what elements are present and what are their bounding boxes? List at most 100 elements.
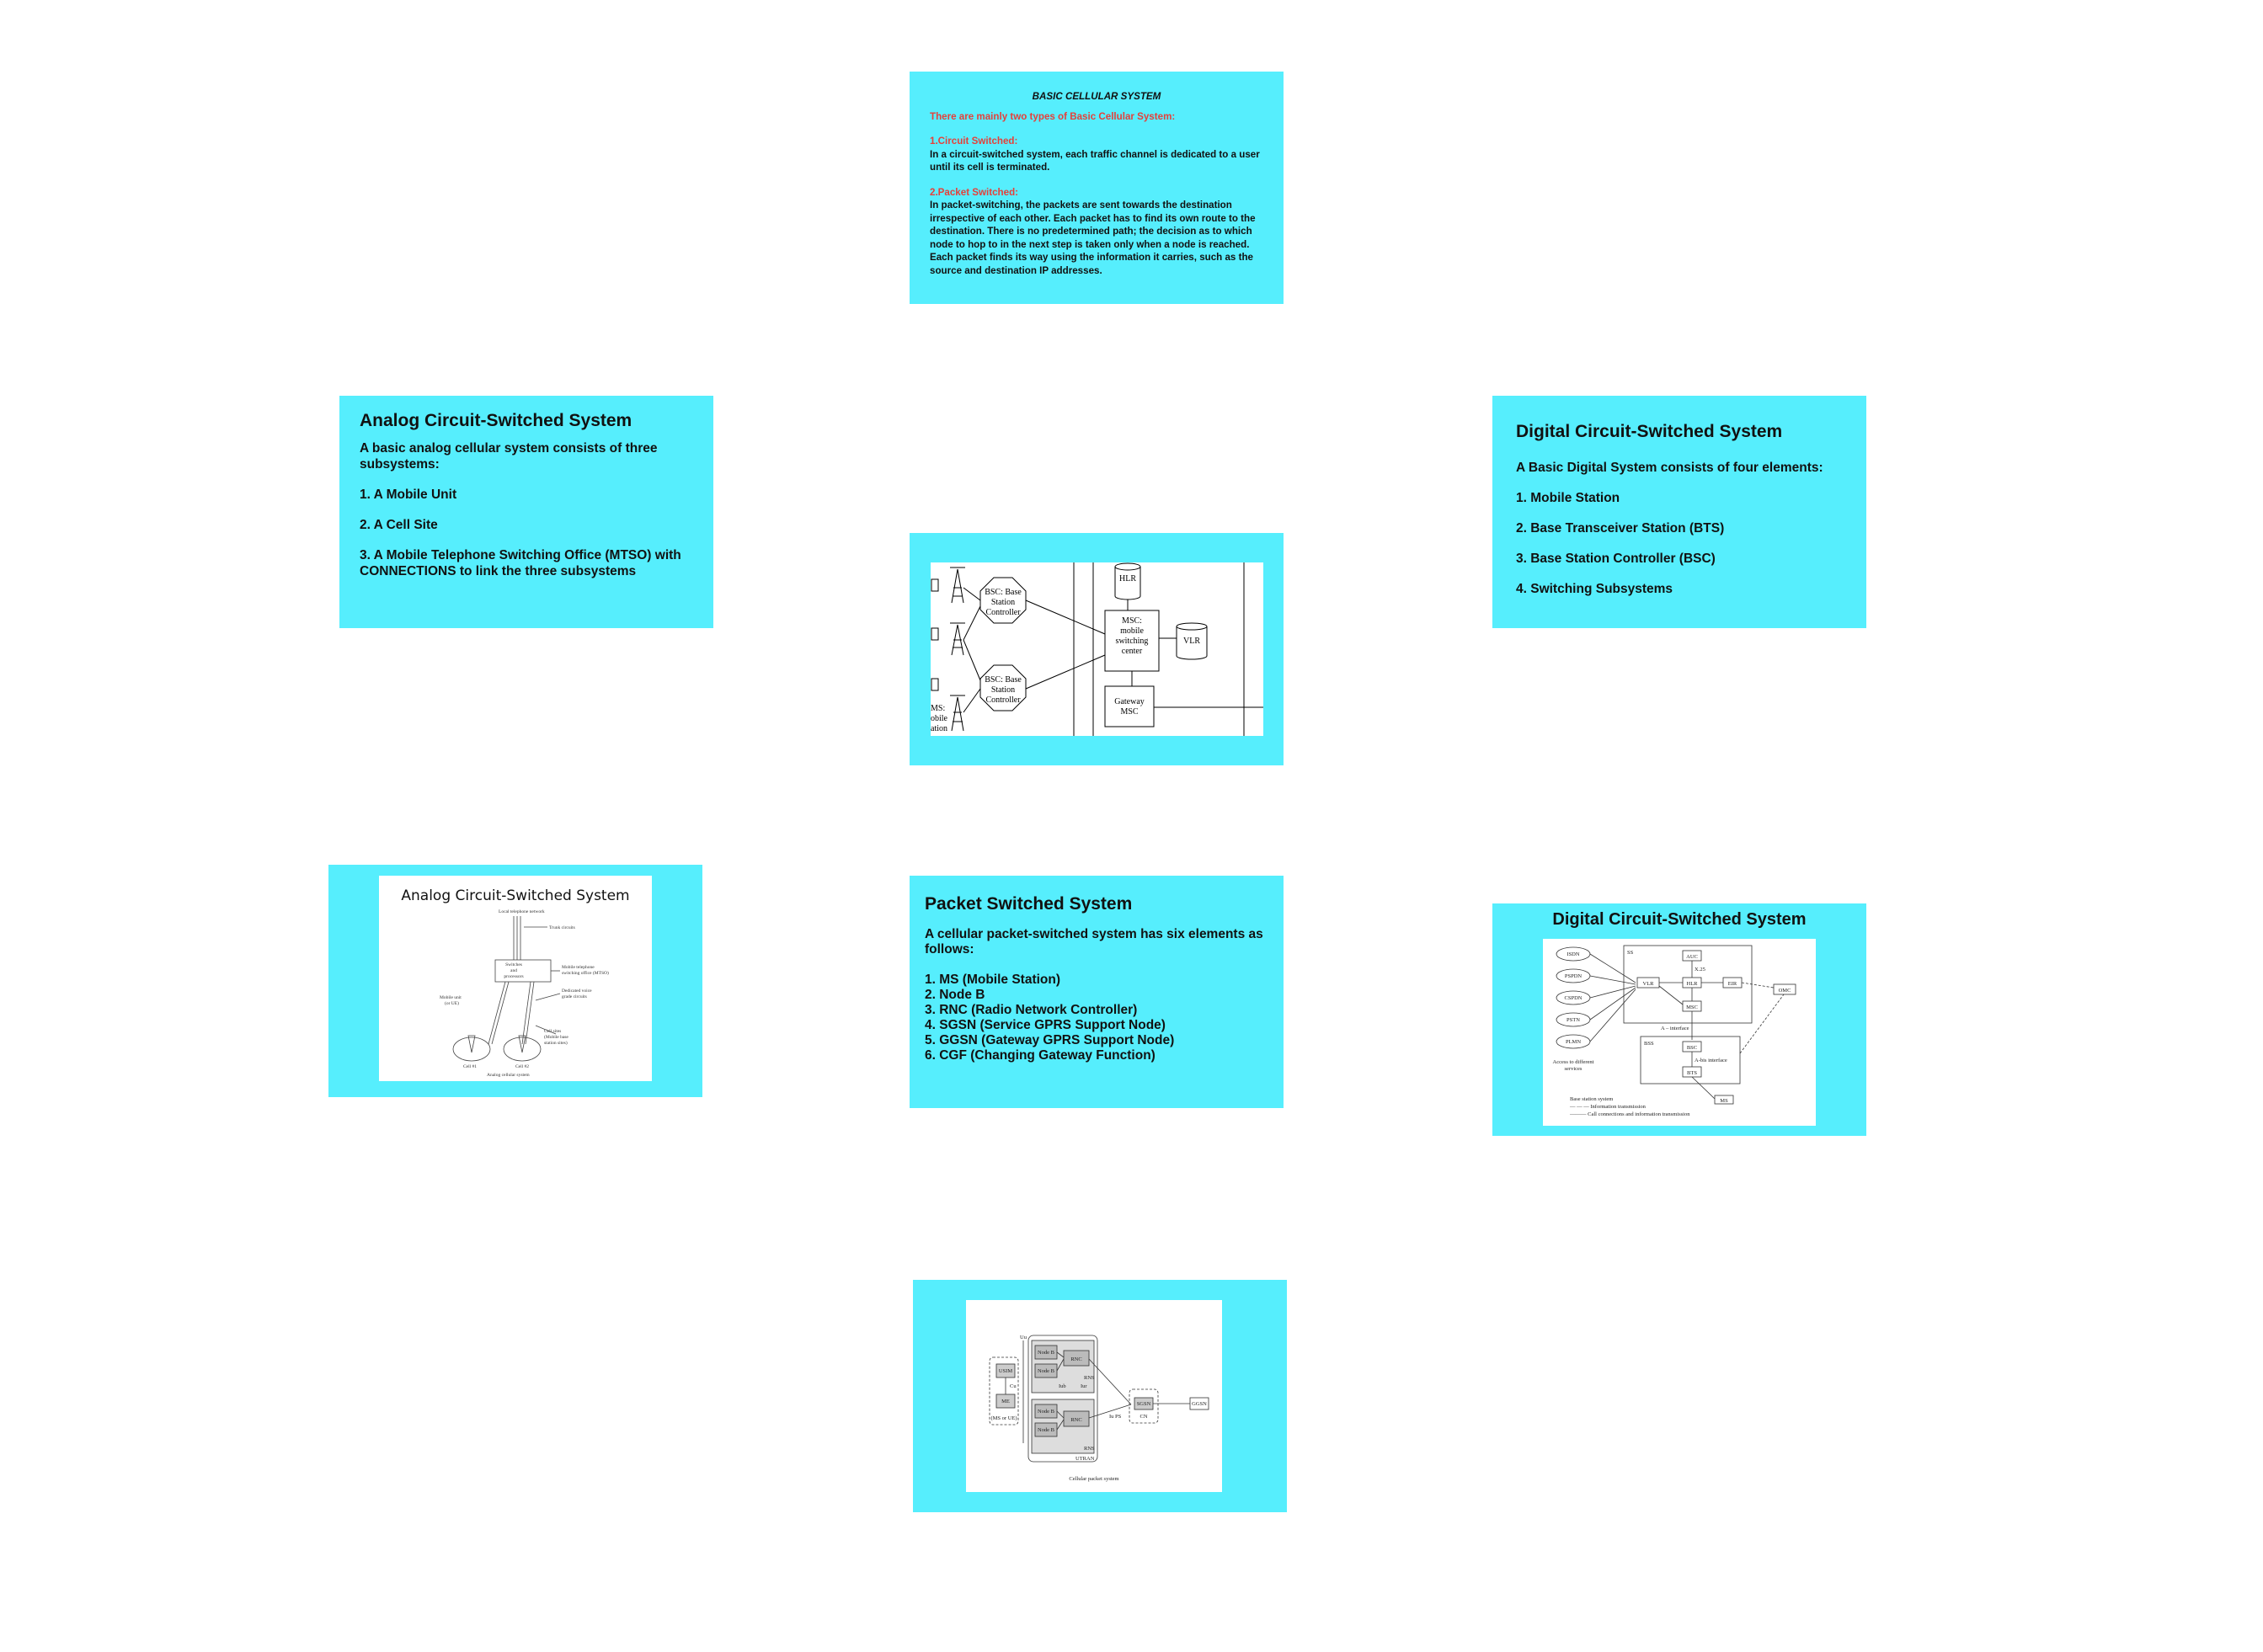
analog-caption: Analog cellular system <box>487 1073 530 1078</box>
basic-cellular-card[interactable]: BASIC CELLULAR SYSTEM There are mainly t… <box>910 72 1284 304</box>
analog-diagram-title: Analog Circuit-Switched System <box>401 887 630 904</box>
uu-label: Uu <box>1020 1335 1027 1340</box>
bsc2-line3: Controller <box>985 695 1021 705</box>
access-line1: Access to different <box>1553 1059 1594 1065</box>
ggsn-label: GGSN <box>1192 1401 1207 1407</box>
packet-item-2: 2. Node B <box>925 988 985 1002</box>
packet-card-title: Packet Switched System <box>925 894 1133 914</box>
packet-card-intro: A cellular packet-switched system has si… <box>925 927 1263 957</box>
cellsites-line3: station sites) <box>544 1040 568 1046</box>
packet-system-diagram: Uu USIM Cu ME (MS or UE) Node B Node B N… <box>989 1335 1209 1482</box>
usim-label: USIM <box>999 1368 1012 1374</box>
sgsn-label: SGSN <box>1137 1401 1151 1407</box>
switches-line2: and <box>510 968 517 973</box>
hlr-label: HLR <box>1119 574 1136 584</box>
packet-diagram-image: Uu USIM Cu ME (MS or UE) Node B Node B N… <box>966 1300 1222 1492</box>
iub-label: Iub <box>1059 1383 1066 1389</box>
legend-line1: Base station system <box>1570 1096 1613 1102</box>
rnc-2: RNC <box>1070 1417 1081 1423</box>
bsc2-line2: Station <box>991 685 1015 695</box>
nodeb-2: Node B <box>1038 1368 1055 1374</box>
mtso-line2: switching office (MTSO) <box>562 970 609 976</box>
packet-switched-card[interactable]: Packet Switched System A cellular packet… <box>910 876 1284 1108</box>
gsm-diagram-card[interactable]: BSC: Base Station Controller BSC: Base S… <box>910 533 1284 765</box>
hlr-label-digital: HLR <box>1687 981 1699 987</box>
dedicated-line1: Dedicated voice <box>562 989 592 994</box>
analog-diagram-card[interactable]: Analog Circuit-Switched System <box>328 865 702 1097</box>
analog-item-3: 3. A Mobile Telephone Switching Office (… <box>360 548 681 578</box>
cellsites-line1: Cell sites <box>544 1029 561 1034</box>
cu-label: Cu <box>1010 1383 1017 1389</box>
eir-label: EIR <box>1728 981 1737 987</box>
digital-item-3: 3. Base Station Controller (BSC) <box>1516 552 1716 566</box>
basic-card-title: BASIC CELLULAR SYSTEM <box>1032 91 1161 102</box>
analog-diagram-image: Analog Circuit-Switched System <box>379 876 652 1081</box>
net-plmn: PLMN <box>1566 1039 1581 1045</box>
vlr-label-digital: VLR <box>1643 981 1655 987</box>
access-line2: services <box>1565 1066 1582 1072</box>
bsc1-line2: Station <box>991 598 1015 607</box>
ms-line1: MS: <box>931 704 945 713</box>
digital-diagram-card[interactable]: Digital Circuit-Switched System <box>1492 903 1866 1136</box>
digital-item-2: 2. Base Transceiver Station (BTS) <box>1516 521 1725 536</box>
abis-label: A-bis interface <box>1695 1058 1727 1063</box>
analog-card-intro: A basic analog cellular system consists … <box>360 441 658 472</box>
cn-label: CN <box>1140 1414 1147 1420</box>
dedicated-line2: grade circuits <box>562 994 587 999</box>
digital-card-intro: A Basic Digital System consists of four … <box>1516 461 1823 475</box>
rns-1: RNS <box>1084 1375 1095 1381</box>
analog-system-diagram: Local telephone network Trunk circuits S… <box>440 909 609 1078</box>
digital-diagram-image: ISDN PSPDN CSPDN PSTN PLMN Access to dif… <box>1543 939 1816 1126</box>
cell1-label: Cell #1 <box>463 1064 477 1069</box>
nodeb-1: Node B <box>1038 1350 1055 1356</box>
net-pspdn: PSPDN <box>1565 973 1582 979</box>
omc-label: OMC <box>1779 988 1791 994</box>
net-isdn: ISDN <box>1566 951 1579 957</box>
cellsites-line2: (Mobile base <box>544 1034 568 1040</box>
gmsc-line2: MSC <box>1120 707 1138 717</box>
packet-caption: Cellular packet system <box>1069 1476 1118 1482</box>
rnc-1: RNC <box>1070 1356 1081 1362</box>
utran-label: UTRAN <box>1075 1456 1095 1462</box>
cell-tower-icon <box>950 567 965 604</box>
nodeb-3: Node B <box>1038 1409 1055 1415</box>
msc-line3: switching <box>1116 637 1149 646</box>
iups-label: Iu PS <box>1109 1414 1122 1420</box>
mobile-phone-icon <box>931 678 939 691</box>
ltn-label: Local telephone network <box>499 909 545 914</box>
analog-card-title: Analog Circuit-Switched System <box>360 411 632 430</box>
nodeb-4: Node B <box>1038 1427 1055 1433</box>
analog-item-2: 2. A Cell Site <box>360 518 438 532</box>
packet-item-3: 3. RNC (Radio Network Controller) <box>925 1003 1138 1017</box>
msc-line2: mobile <box>1120 626 1144 636</box>
digital-circuit-card[interactable]: Digital Circuit-Switched System A Basic … <box>1492 396 1866 628</box>
cell-tower-icon <box>950 622 965 656</box>
analog-item-1: 1. A Mobile Unit <box>360 488 457 502</box>
bsc2-line1: BSC: Base <box>985 675 1022 685</box>
circuit-switched-text: In a circuit-switched system, each traff… <box>930 148 1260 173</box>
packet-switched-heading: 2.Packet Switched: <box>930 186 1019 198</box>
basic-card-intro: There are mainly two types of Basic Cell… <box>930 110 1176 122</box>
bts-label: BTS <box>1687 1070 1697 1076</box>
packet-diagram-card[interactable]: Uu USIM Cu ME (MS or UE) Node B Node B N… <box>913 1280 1287 1512</box>
bsc-label-digital: BSC <box>1687 1045 1697 1051</box>
analog-circuit-card[interactable]: Analog Circuit-Switched System A basic a… <box>339 396 713 628</box>
switches-line3: processors <box>504 974 523 979</box>
a-interface-label: A – interface <box>1661 1026 1689 1031</box>
mtso-line1: Mobile telephone <box>562 965 595 970</box>
mobile-line1: Mobile unit <box>440 995 462 1000</box>
ms-line2: obile <box>931 714 948 723</box>
circuit-switched-heading: 1.Circuit Switched: <box>930 136 1018 147</box>
ms-ue-label: (MS or UE) <box>990 1415 1017 1421</box>
packet-item-6: 6. CGF (Changing Gateway Function) <box>925 1048 1156 1063</box>
mobile-phone-icon <box>931 627 939 641</box>
net-cspdn: CSPDN <box>1565 995 1582 1001</box>
rns-2: RNS <box>1084 1446 1095 1452</box>
ss-label: SS <box>1627 950 1634 956</box>
cell-tower-icon <box>950 695 965 732</box>
gsm-network-diagram: BSC: Base Station Controller BSC: Base S… <box>931 562 1263 736</box>
bsc1-line1: BSC: Base <box>985 588 1022 597</box>
vlr-label: VLR <box>1183 637 1200 646</box>
ms-line3: ation <box>931 724 947 733</box>
msc-line4: center <box>1122 647 1143 656</box>
